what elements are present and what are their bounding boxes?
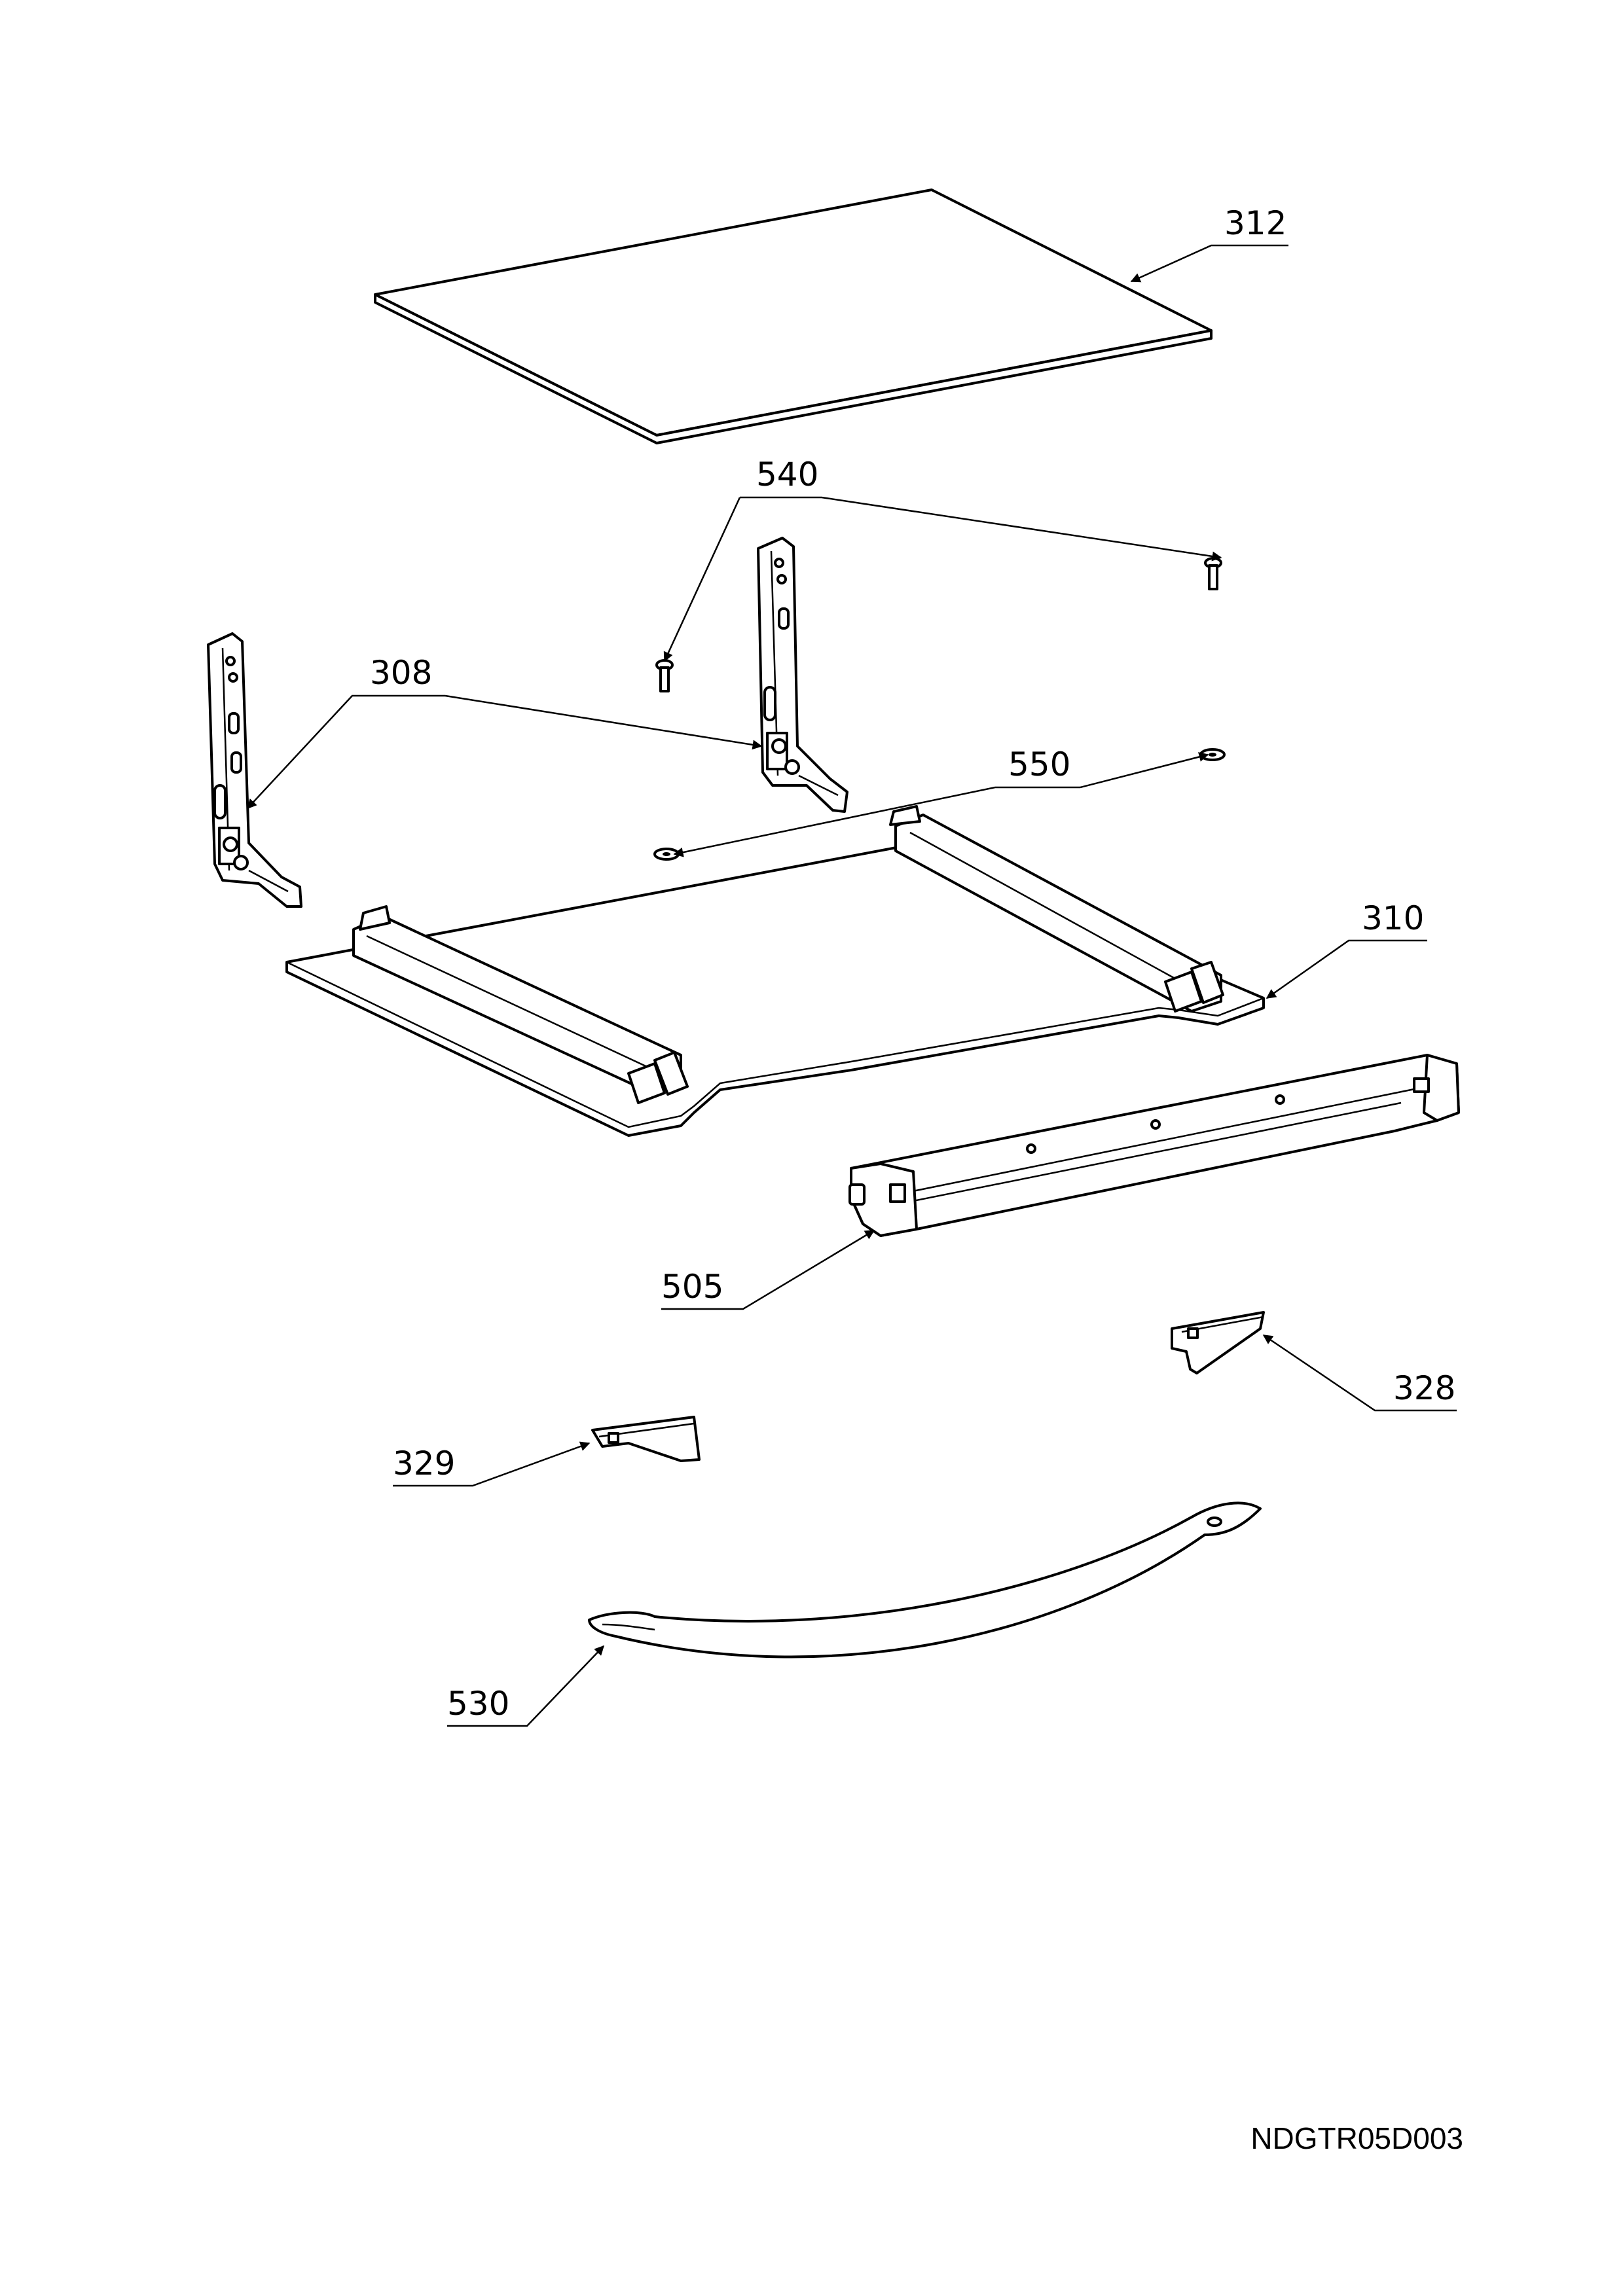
label-308: 308 [370,654,432,692]
leader-lines [246,244,1457,1727]
part-308-hinge-left [207,632,302,908]
label-312: 312 [1224,204,1286,242]
part-312-glass-panel [374,188,1213,444]
part-550-washer-left [653,848,680,861]
label-310: 310 [1362,899,1424,937]
label-328: 328 [1393,1369,1455,1407]
part-530-handle [588,1501,1262,1659]
part-540-screw-right [1204,557,1222,590]
part-308-hinge-right [757,537,848,813]
label-530: 530 [447,1685,509,1723]
drawing-code: NDGTR05D003 [1250,2121,1463,2155]
part-505-profile [848,1054,1460,1237]
label-505: 505 [661,1268,723,1306]
label-329: 329 [393,1444,455,1482]
part-540-screw-left [655,659,674,692]
part-310-door-frame [285,805,1265,1137]
label-540: 540 [756,456,818,493]
part-328-end-cap [1171,1311,1265,1374]
part-550-washer-right [1199,748,1226,761]
label-550: 550 [1008,745,1070,783]
part-329-end-cap [591,1416,701,1462]
